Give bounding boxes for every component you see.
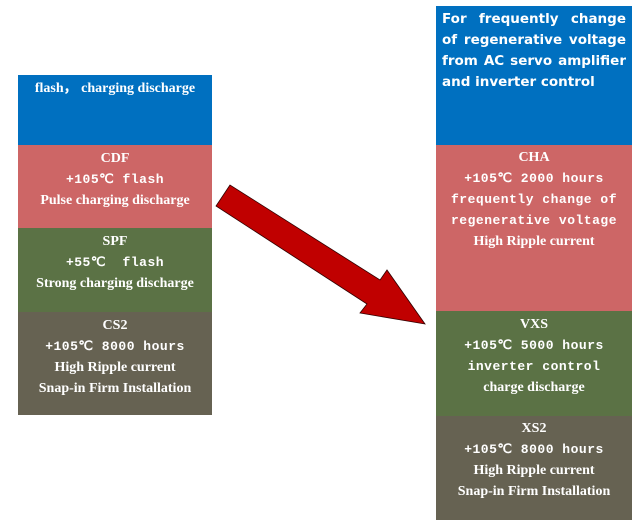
left-series-column: flash， charging discharge CDF +105℃ flas…	[18, 75, 212, 415]
arrow-shape	[215, 184, 426, 325]
series-name: CS2	[102, 318, 128, 333]
series-spec: +105℃ 8000 hours	[464, 442, 604, 457]
series-spec: +105℃ 2000 hours	[464, 171, 604, 186]
series-feature: inverter control	[467, 359, 601, 374]
series-feature: Snap-in Firm Installation	[457, 484, 611, 499]
left-header-text: flash， charging discharge	[34, 81, 196, 96]
right-header-block: For frequently change of regenerative vo…	[436, 6, 632, 145]
series-spec: +105℃ 8000 hours	[45, 339, 185, 354]
series-block-cs2: CS2 +105℃ 8000 hours High Ripple current…	[18, 312, 212, 415]
right-header-text: For frequently change of regenerative vo…	[442, 11, 626, 90]
series-feature: regenerative voltage	[450, 213, 618, 228]
series-spec: +105℃ 5000 hours	[464, 338, 604, 353]
series-feature: charge discharge	[483, 380, 585, 395]
series-block-spf: SPF +55℃ flash Strong charging discharge	[18, 228, 212, 312]
series-name: SPF	[102, 234, 128, 249]
series-feature: Strong charging discharge	[36, 276, 194, 291]
series-block-cha: CHA +105℃ 2000 hours frequently change o…	[436, 145, 632, 311]
series-block-xs2: XS2 +105℃ 8000 hours High Ripple current…	[436, 416, 632, 520]
series-feature: Snap-in Firm Installation	[38, 381, 192, 396]
series-block-vxs: VXS +105℃ 5000 hours inverter control ch…	[436, 311, 632, 416]
series-feature: Pulse charging discharge	[40, 193, 190, 208]
series-feature: frequently change of	[450, 192, 618, 207]
series-name: CHA	[518, 150, 550, 165]
series-feature: High Ripple current	[473, 463, 595, 478]
series-feature: High Ripple current	[54, 360, 176, 375]
series-feature: High Ripple current	[473, 234, 595, 249]
series-name: XS2	[521, 421, 547, 436]
series-block-cdf: CDF +105℃ flash Pulse charging discharge	[18, 145, 212, 228]
series-spec: +55℃ flash	[65, 255, 165, 270]
series-name: VXS	[519, 317, 548, 332]
right-series-column: For frequently change of regenerative vo…	[436, 6, 632, 520]
left-header-block: flash， charging discharge	[18, 75, 212, 145]
series-name: CDF	[100, 151, 130, 166]
series-spec: +105℃ flash	[65, 172, 165, 187]
